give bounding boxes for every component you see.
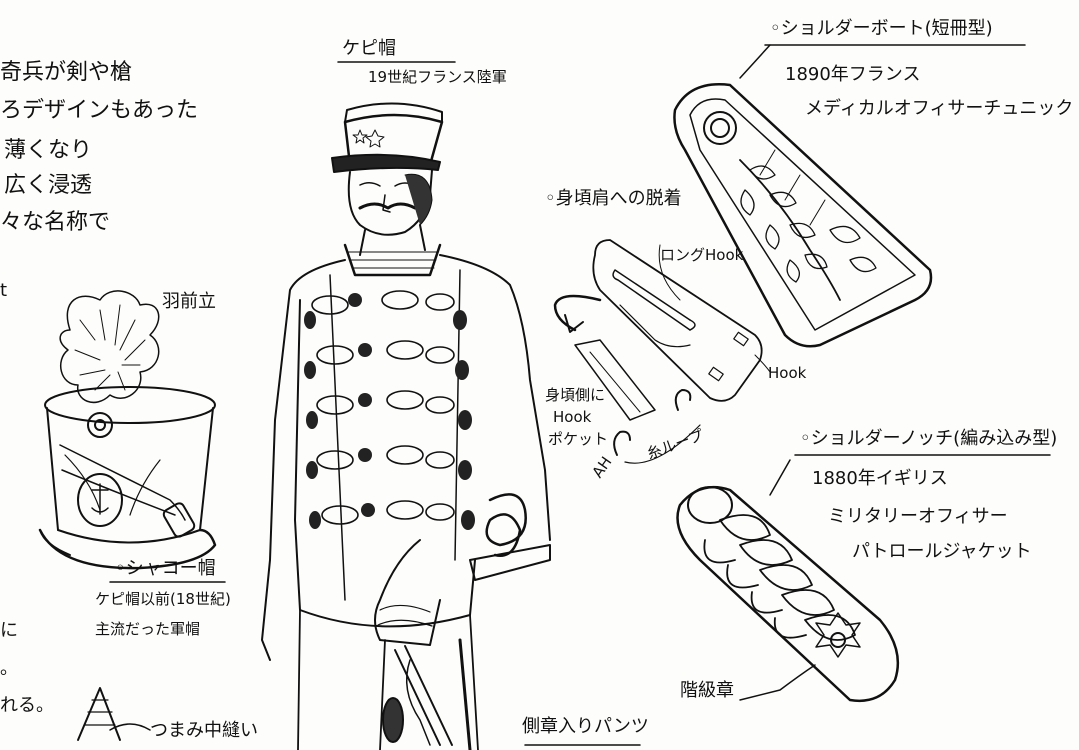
left-text-line-4: 広く浸透: [4, 173, 93, 198]
left-text-line-5: 々な名称で: [0, 210, 111, 235]
left-text-line-3: 薄くなり: [4, 138, 93, 163]
left-text-line-2: ろデザインもあった: [0, 98, 199, 123]
stitch-label: つまみ中縫い: [150, 720, 258, 741]
hook-label: Hook: [768, 364, 807, 382]
pocket-label-line-3: ポケット: [548, 430, 609, 448]
shako-title: ◦シャコー帽: [115, 558, 216, 579]
shoulder-board-desc-line-2: メディカルオフィサーチュニック: [805, 98, 1074, 119]
officer-figure-drawing: [261, 102, 551, 750]
shoulder-knot-desc-line-1: 1880年イギリス: [812, 468, 948, 489]
shako-hat-drawing: [38, 290, 217, 570]
pocket-label-line-1: 身頃側に: [545, 386, 606, 404]
attachment-diagram-drawing: [553, 239, 771, 464]
shoulder-board-desc-line-1: 1890年フランス: [785, 64, 921, 85]
left-text-line-8: 。: [0, 658, 18, 679]
pants-label: 側章入りパンツ: [522, 716, 649, 737]
left-text-line-1: 奇兵が剣や槍: [0, 60, 133, 85]
left-text-line-6: t: [0, 280, 8, 301]
plume-label: 羽前立: [162, 291, 216, 312]
kepi-title: ケピ帽: [342, 38, 396, 59]
stitch-detail-drawing: [77, 687, 151, 741]
long-hook-label: ロングHook: [660, 246, 744, 264]
attachment-title: ◦身頃肩への脱着: [545, 188, 682, 209]
left-text-line-7: に: [0, 620, 18, 641]
shoulder-board-drawing: [673, 44, 933, 348]
left-text-line-9: れる。: [0, 695, 54, 716]
shoulder-knot-title: ◦ショルダーノッチ(編み込み型): [800, 428, 1058, 449]
shoulder-board-title: ◦ショルダーボート(短冊型): [770, 18, 993, 39]
kepi-subtitle: 19世紀フランス陸軍: [368, 68, 507, 86]
shoulder-knot-drawing: [676, 459, 900, 703]
shoulder-knot-desc-line-3: パトロールジャケット: [852, 541, 1032, 562]
shako-desc-line-1: ケピ帽以前(18世紀): [95, 590, 231, 608]
shoulder-knot-desc-line-2: ミリタリーオフィサー: [828, 506, 1008, 527]
rank-badge-label: 階級章: [680, 680, 734, 701]
shako-desc-line-2: 主流だった軍帽: [95, 620, 201, 638]
pocket-label-line-2: Hook: [553, 408, 592, 426]
